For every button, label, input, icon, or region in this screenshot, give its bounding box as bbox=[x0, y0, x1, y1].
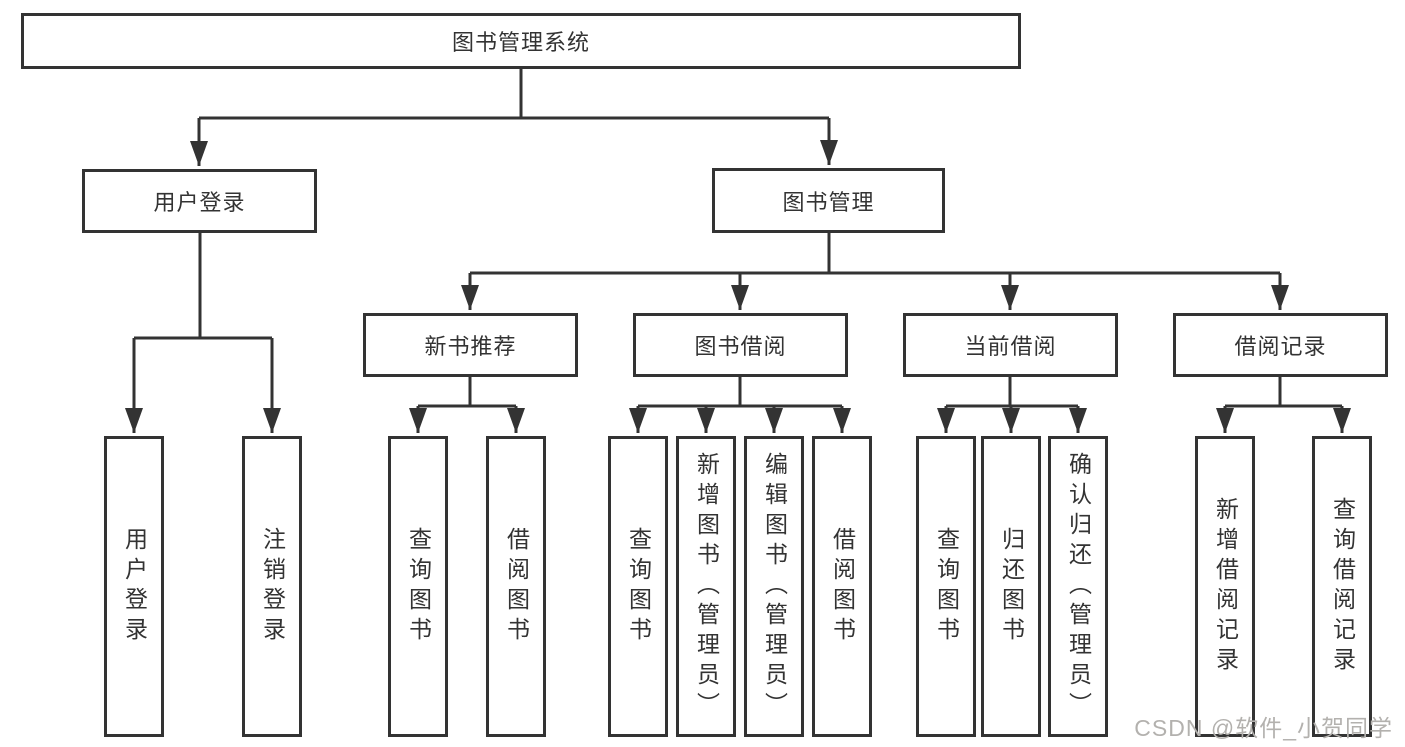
leaf-query-books-3-label: 查询图书 bbox=[933, 526, 960, 647]
leaf-borrow-books-1: 借阅图书 bbox=[486, 436, 546, 737]
leaf-borrow-books-1-label: 借阅图书 bbox=[503, 526, 530, 647]
leaf-confirm-return-admin-label: 确认归还（管理员） bbox=[1065, 451, 1092, 722]
leaf-edit-book-admin: 编辑图书（管理员） bbox=[744, 436, 804, 737]
leaf-user-login: 用户登录 bbox=[104, 436, 164, 737]
node-current-borrow-label: 当前借阅 bbox=[964, 334, 1057, 359]
node-book-management-label: 图书管理 bbox=[782, 189, 875, 215]
leaf-edit-book-admin-label: 编辑图书（管理员） bbox=[761, 451, 788, 722]
leaf-query-books-2-label: 查询图书 bbox=[625, 526, 652, 647]
leaf-add-borrow-record-label: 新增借阅记录 bbox=[1212, 496, 1239, 677]
leaf-return-book: 归还图书 bbox=[981, 436, 1041, 737]
node-book-management: 图书管理 bbox=[712, 168, 945, 233]
node-borrow-records: 借阅记录 bbox=[1173, 313, 1388, 377]
node-new-book-recommend-label: 新书推荐 bbox=[424, 334, 517, 359]
leaf-user-login-label: 用户登录 bbox=[121, 526, 148, 647]
leaf-add-borrow-record: 新增借阅记录 bbox=[1195, 436, 1255, 737]
leaf-logout: 注销登录 bbox=[242, 436, 302, 737]
leaf-query-books-3: 查询图书 bbox=[916, 436, 976, 737]
node-borrow-records-label: 借阅记录 bbox=[1234, 334, 1327, 359]
leaf-return-book-label: 归还图书 bbox=[998, 526, 1025, 647]
node-user-login: 用户登录 bbox=[82, 169, 317, 233]
leaf-query-borrow-record: 查询借阅记录 bbox=[1312, 436, 1372, 737]
leaf-query-books-1-label: 查询图书 bbox=[405, 526, 432, 647]
leaf-add-book-admin-label: 新增图书（管理员） bbox=[693, 451, 720, 722]
leaf-confirm-return-admin: 确认归还（管理员） bbox=[1048, 436, 1108, 737]
leaf-borrow-books-2: 借阅图书 bbox=[812, 436, 872, 737]
leaf-query-borrow-record-label: 查询借阅记录 bbox=[1329, 496, 1356, 677]
node-book-borrow-label: 图书借阅 bbox=[694, 334, 787, 359]
node-new-book-recommend: 新书推荐 bbox=[363, 313, 578, 377]
node-book-management-system-label: 图书管理系统 bbox=[451, 30, 590, 55]
node-current-borrow: 当前借阅 bbox=[903, 313, 1118, 377]
node-book-borrow: 图书借阅 bbox=[633, 313, 848, 377]
connector-trunks bbox=[134, 69, 1342, 408]
leaf-query-books-2: 查询图书 bbox=[608, 436, 668, 737]
node-book-management-system: 图书管理系统 bbox=[21, 13, 1021, 69]
node-user-login-label: 用户登录 bbox=[153, 190, 246, 215]
leaf-borrow-books-2-label: 借阅图书 bbox=[829, 526, 856, 647]
leaf-query-books-1: 查询图书 bbox=[388, 436, 448, 737]
leaf-logout-label: 注销登录 bbox=[259, 526, 286, 647]
leaf-add-book-admin: 新增图书（管理员） bbox=[676, 436, 736, 737]
